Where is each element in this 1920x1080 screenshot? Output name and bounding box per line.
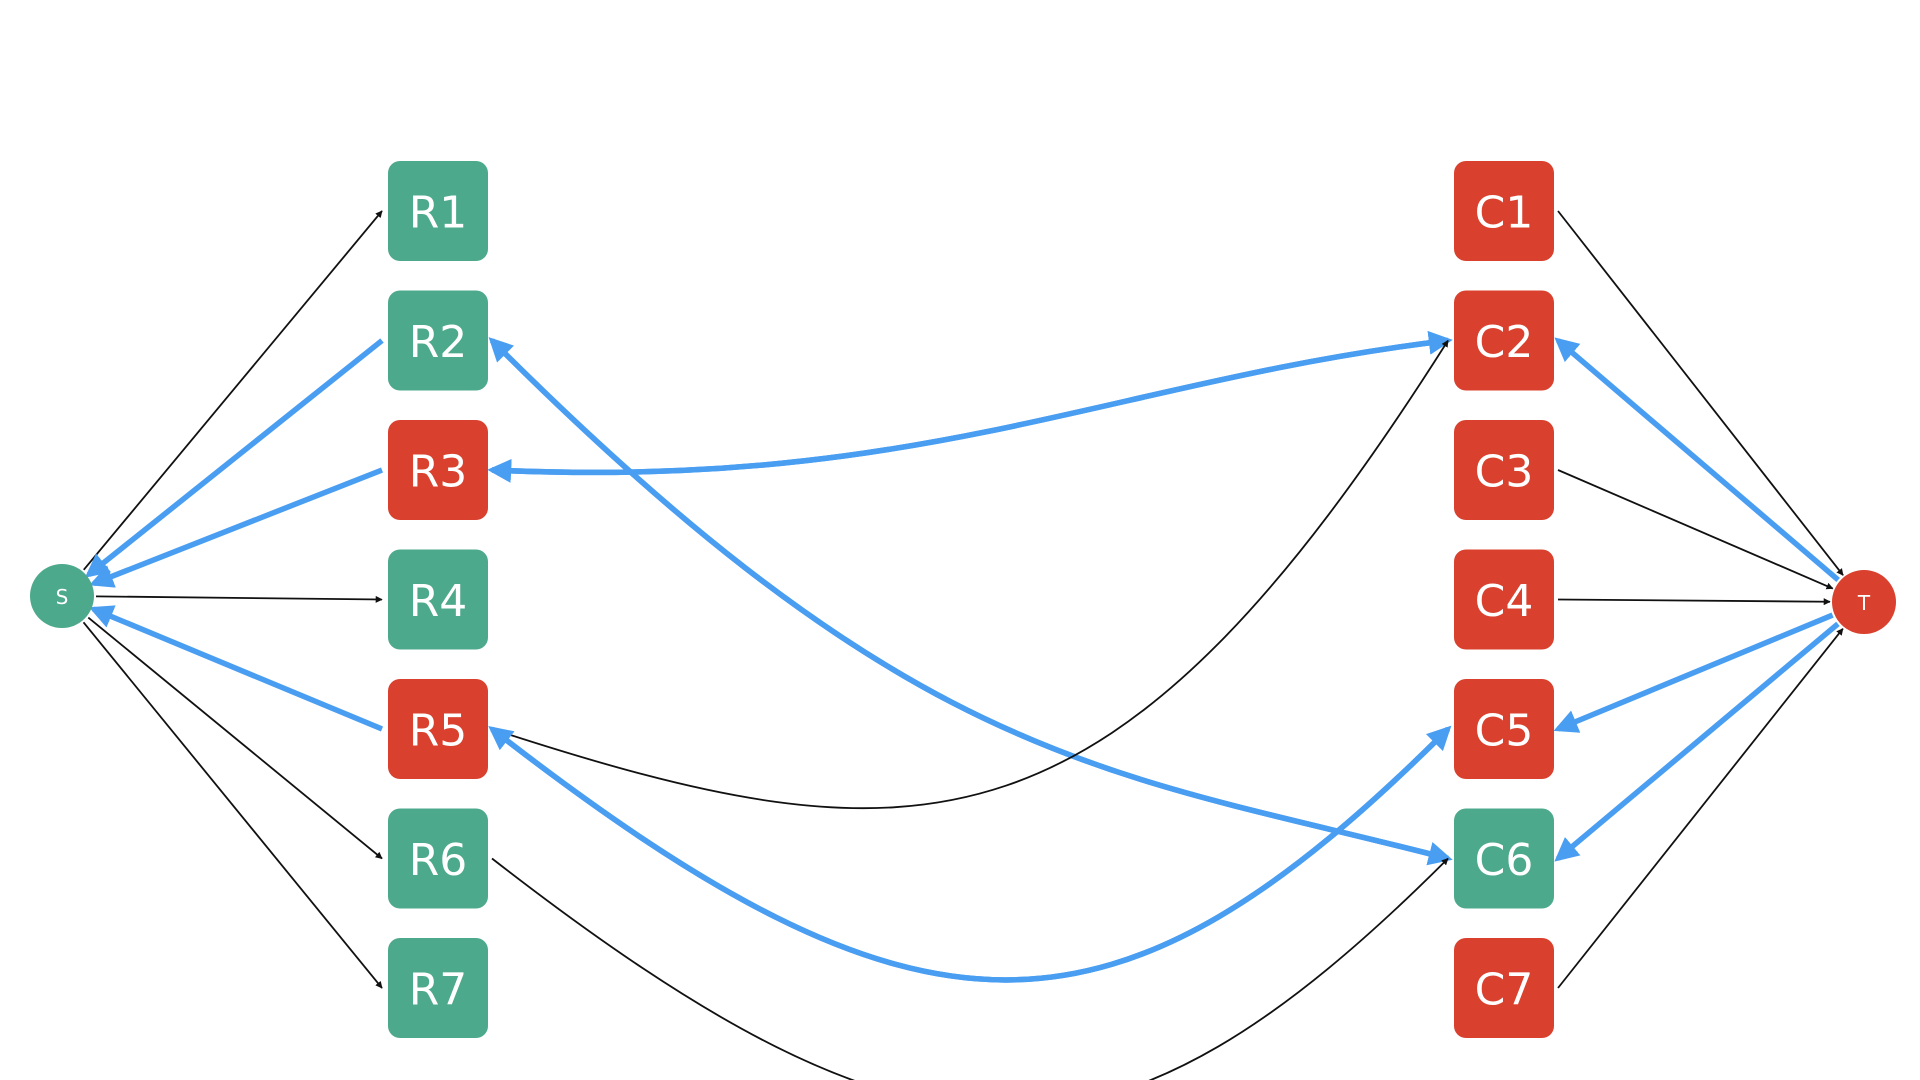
edge-t-to-c6: [1554, 621, 1840, 862]
node-c3: C3: [1454, 420, 1554, 520]
sink-node-label: T: [1857, 591, 1871, 615]
node-r7-label: R7: [409, 965, 468, 1016]
node-r7-box: [388, 938, 488, 1038]
edge-r5-to-c5: [490, 725, 1452, 983]
edge-r5-to-c2: [491, 339, 1449, 810]
node-r3-box: [388, 420, 488, 520]
node-r4-label: R4: [409, 576, 468, 627]
node-c6-label: C6: [1475, 835, 1534, 886]
node-r2-label: R2: [409, 317, 468, 368]
node-r4: R4: [388, 549, 488, 650]
node-r2: R2: [388, 290, 488, 391]
node-c5: C5: [1454, 679, 1554, 779]
node-c1-box: [1454, 161, 1554, 261]
node-c1: C1: [1454, 161, 1554, 261]
source-node: S: [30, 564, 94, 628]
node-r1: R1: [388, 161, 488, 261]
node-r1-box: [388, 161, 488, 261]
edge-r2-to-s: [84, 338, 384, 578]
node-c3-label: C3: [1475, 447, 1534, 498]
node-c7-box: [1454, 938, 1554, 1038]
source-node-circle: [30, 564, 94, 628]
edge-c1-to-t: [1557, 210, 1844, 576]
node-r4-box: [388, 549, 488, 650]
edge-r3-to-c2: [491, 330, 1453, 476]
node-c4: C4: [1454, 549, 1554, 650]
edges-layer: [82, 210, 1844, 1080]
edge-t-to-c5: [1553, 612, 1834, 733]
sink-node: T: [1832, 570, 1896, 634]
edge-c4-to-t: [1557, 598, 1831, 606]
node-c7-label: C7: [1475, 965, 1534, 1016]
node-c1-label: C1: [1475, 188, 1534, 239]
node-r2-box: [388, 290, 488, 391]
edge-r5-to-s: [88, 605, 384, 732]
node-r3: R3: [388, 420, 488, 520]
node-c2-label: C2: [1475, 317, 1534, 368]
node-r6: R6: [388, 808, 488, 909]
edge-c7-to-t: [1557, 628, 1844, 989]
edge-r2-to-c6: [490, 338, 1453, 866]
sink-node-circle: [1832, 570, 1896, 634]
node-r3-label: R3: [409, 447, 468, 498]
node-c6: C6: [1454, 808, 1554, 909]
edge-r3-to-s: [89, 467, 384, 588]
node-c7: C7: [1454, 938, 1554, 1038]
node-r5-box: [388, 679, 488, 779]
node-r5: R5: [388, 679, 488, 779]
edge-t-to-c2: [1554, 337, 1840, 583]
edge-s-to-r1: [83, 210, 383, 571]
node-r7: R7: [388, 938, 488, 1038]
edge-s-to-r4: [95, 595, 383, 603]
edge-r6-to-c6: [491, 857, 1449, 1080]
source-node-label: S: [56, 585, 69, 609]
edge-s-to-r6: [87, 616, 383, 860]
node-r6-label: R6: [409, 835, 468, 886]
node-c6-box: [1454, 808, 1554, 909]
node-r6-box: [388, 808, 488, 909]
node-c3-box: [1454, 420, 1554, 520]
node-r5-label: R5: [409, 706, 468, 757]
edge-c6-to-r2: [488, 337, 1449, 862]
node-c2-box: [1454, 290, 1554, 391]
edge-c3-to-t: [1557, 469, 1834, 590]
edge-s-to-r7: [82, 621, 383, 989]
node-r1-label: R1: [409, 188, 468, 239]
node-c5-label: C5: [1475, 706, 1534, 757]
node-c2: C2: [1454, 290, 1554, 391]
node-c4-label: C4: [1475, 576, 1534, 627]
node-c5-box: [1454, 679, 1554, 779]
node-c4-box: [1454, 549, 1554, 650]
